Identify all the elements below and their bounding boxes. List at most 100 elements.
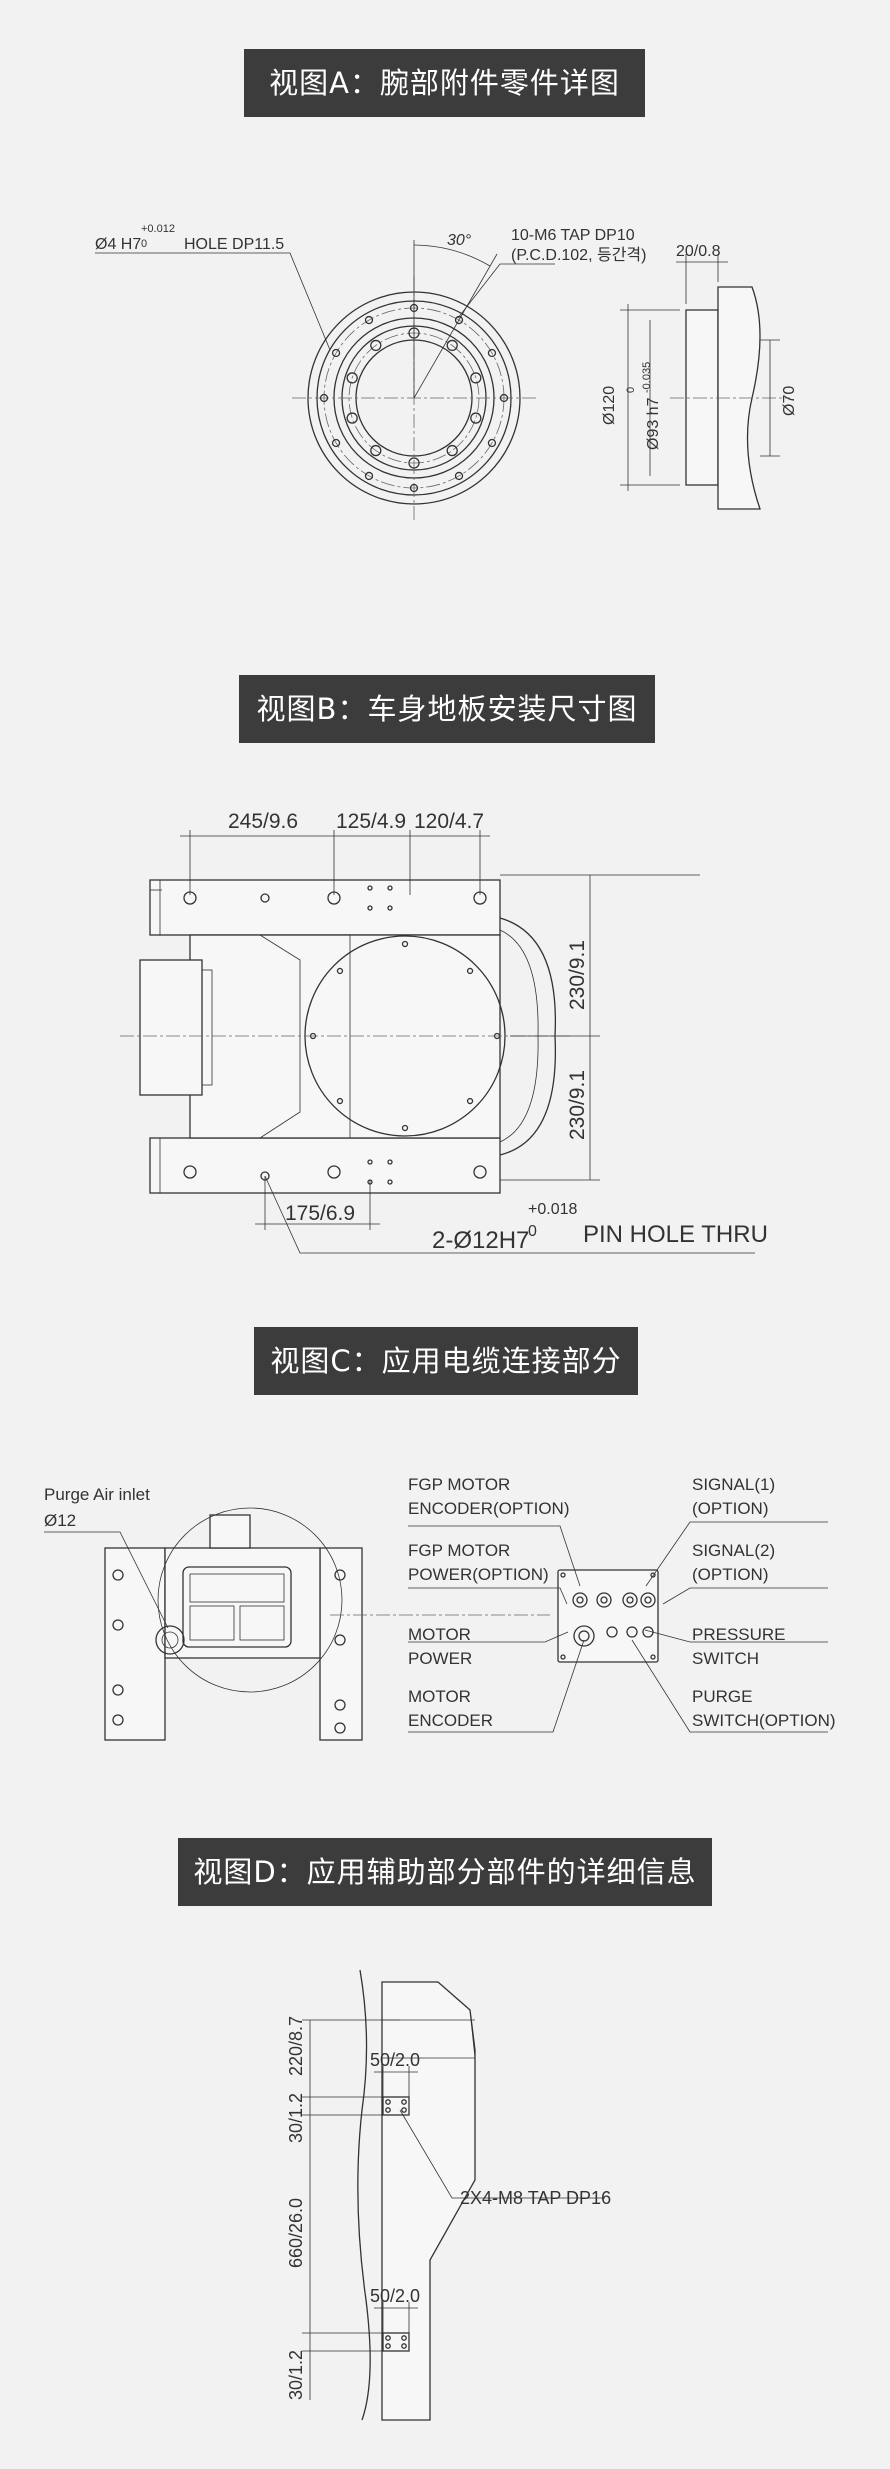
pressure-switch-label-2: SWITCH [692, 1649, 759, 1668]
dim-120-label-b: 120/4.7 [414, 810, 484, 833]
pressure-switch-label-1: PRESSURE [692, 1625, 786, 1644]
fgp-power-label-1: FGP MOTOR [408, 1541, 510, 1560]
mount-hole [364, 315, 374, 325]
section-b-title: 视图B：车身地板安装尺寸图 [239, 675, 655, 743]
side-hole [112, 1684, 124, 1696]
mount-hole [499, 393, 509, 403]
mount-hole [319, 393, 329, 403]
tap-hole [367, 905, 373, 911]
mount-hole [364, 471, 374, 481]
flange-hole [336, 967, 344, 975]
flange-hole [401, 1124, 409, 1132]
connector-pin [576, 1596, 584, 1604]
side-hole [112, 1714, 124, 1726]
tap-hole [401, 2107, 407, 2113]
bolt-hole [446, 339, 458, 352]
connector [622, 1592, 638, 1608]
dim-660-label-d: 660/26.0 [286, 2198, 306, 2268]
dim-125-label: 125/4.9 [336, 810, 406, 833]
mount-hole [454, 471, 464, 481]
tap-hole [387, 1159, 393, 1165]
bolt-hole [408, 457, 420, 469]
bolt-hole [470, 372, 482, 384]
fgp-encoder-label-2: ENCODER(OPTION) [408, 1499, 570, 1518]
tap-hole [387, 905, 393, 911]
tap-hole [385, 2335, 391, 2341]
purge-switch-label-2: SWITCH(OPTION) [692, 1711, 836, 1730]
pin-tol-upper-b: +0.018 [528, 1201, 577, 1218]
arm-profile [357, 1969, 476, 2421]
flange-hole [466, 967, 474, 975]
tap-label-d: 2X4-M8 TAP DP16 [460, 2188, 611, 2208]
flange-front-view [292, 240, 536, 520]
tap-hole [385, 2107, 391, 2113]
pcd-label: (P.C.D.102, 등간격) [511, 246, 646, 264]
section-c-title: 视图C：应用电缆连接部分 [254, 1327, 638, 1395]
dim-93-tol-lower: -0.035 [641, 362, 653, 393]
bolt-hole [370, 444, 382, 457]
mount-hole [183, 1165, 197, 1179]
bolt-hole [346, 372, 358, 384]
mount-hole [473, 1165, 487, 1179]
mount-hole [331, 348, 341, 358]
connector [640, 1592, 656, 1608]
connector-panel [557, 1569, 659, 1663]
side-hole [334, 1634, 346, 1646]
pin-tol-lower: 0 [141, 238, 147, 250]
fgp-power-label-2: POWER(OPTION) [408, 1565, 549, 1584]
flange-hole [336, 1097, 344, 1105]
dim-50-bottom-label-d: 50/2.0 [370, 2286, 420, 2306]
tap-hole [387, 885, 393, 891]
panel-screw [650, 1654, 656, 1660]
connector-pin [644, 1596, 652, 1604]
fgp-encoder-label-1: FGP MOTOR [408, 1475, 510, 1494]
bolt-hole [346, 412, 358, 424]
motor-encoder-label-2: ENCODER [408, 1711, 493, 1730]
angle-label: 30° [447, 232, 472, 249]
tap-hole [367, 1159, 373, 1165]
base-side-view [104, 1507, 363, 1741]
signal1-label-1: SIGNAL(1) [692, 1475, 775, 1494]
cable-connection-drawing: Purge Air inlet Ø12 FGP MOTOR ENCODER(OP… [44, 1475, 836, 1741]
motor-power-label-2: POWER [408, 1649, 472, 1668]
pin-label-b: 2-Ø12H7 [432, 1227, 529, 1254]
side-hole [334, 1569, 346, 1581]
dim-20-label: 20/0.8 [676, 243, 721, 260]
bolt-hole [446, 444, 458, 457]
floor-mounting-drawing: 245/9.6 125/4.9 120/4.7 230/9.1 230/9.1 … [120, 810, 768, 1254]
dim-93-label: Ø93 h7 [645, 397, 662, 450]
tap-hole [401, 2335, 407, 2341]
tap-hole [385, 2099, 391, 2105]
dim-70-label: Ø70 [781, 386, 798, 416]
section-a-title: 视图A：腕部附件零件详图 [244, 49, 645, 117]
dim-175-label: 175/6.9 [285, 1202, 355, 1225]
mount-hole [487, 348, 497, 358]
panel-screw [560, 1654, 566, 1660]
base-outline [139, 879, 557, 1194]
signal2-label-2: (OPTION) [692, 1565, 769, 1584]
panel-screw [650, 1572, 656, 1578]
pin-hole [260, 893, 270, 903]
dim-230-top-label: 230/9.1 [566, 940, 589, 1010]
side-hole [112, 1619, 124, 1631]
dim-220-label-d: 220/8.7 [286, 2016, 306, 2076]
motor-power-label-1: MOTOR [408, 1625, 471, 1644]
flange-hole [401, 940, 409, 948]
mount-hole [327, 1165, 341, 1179]
side-hole [334, 1699, 346, 1711]
dim-120-label: Ø120 [601, 386, 618, 425]
motor-encoder-label-1: MOTOR [408, 1687, 471, 1706]
pin-tol-lower-b: 0 [528, 1223, 537, 1240]
dim-50-top-label-d: 50/2.0 [370, 2050, 420, 2070]
dim-230-bottom-label: 230/9.1 [566, 1070, 589, 1140]
connector-pin [600, 1596, 608, 1604]
mount-hole [487, 438, 497, 448]
signal2-label-1: SIGNAL(2) [692, 1541, 775, 1560]
pin-tol-upper: +0.012 [141, 223, 175, 235]
mount-hole [331, 438, 341, 448]
section-d-title: 视图D：应用辅助部分部件的详细信息 [178, 1838, 712, 1906]
tap-hole [385, 2343, 391, 2349]
tap-hole [387, 1179, 393, 1185]
mount-hole [409, 483, 419, 493]
bolt-hole [470, 412, 482, 424]
